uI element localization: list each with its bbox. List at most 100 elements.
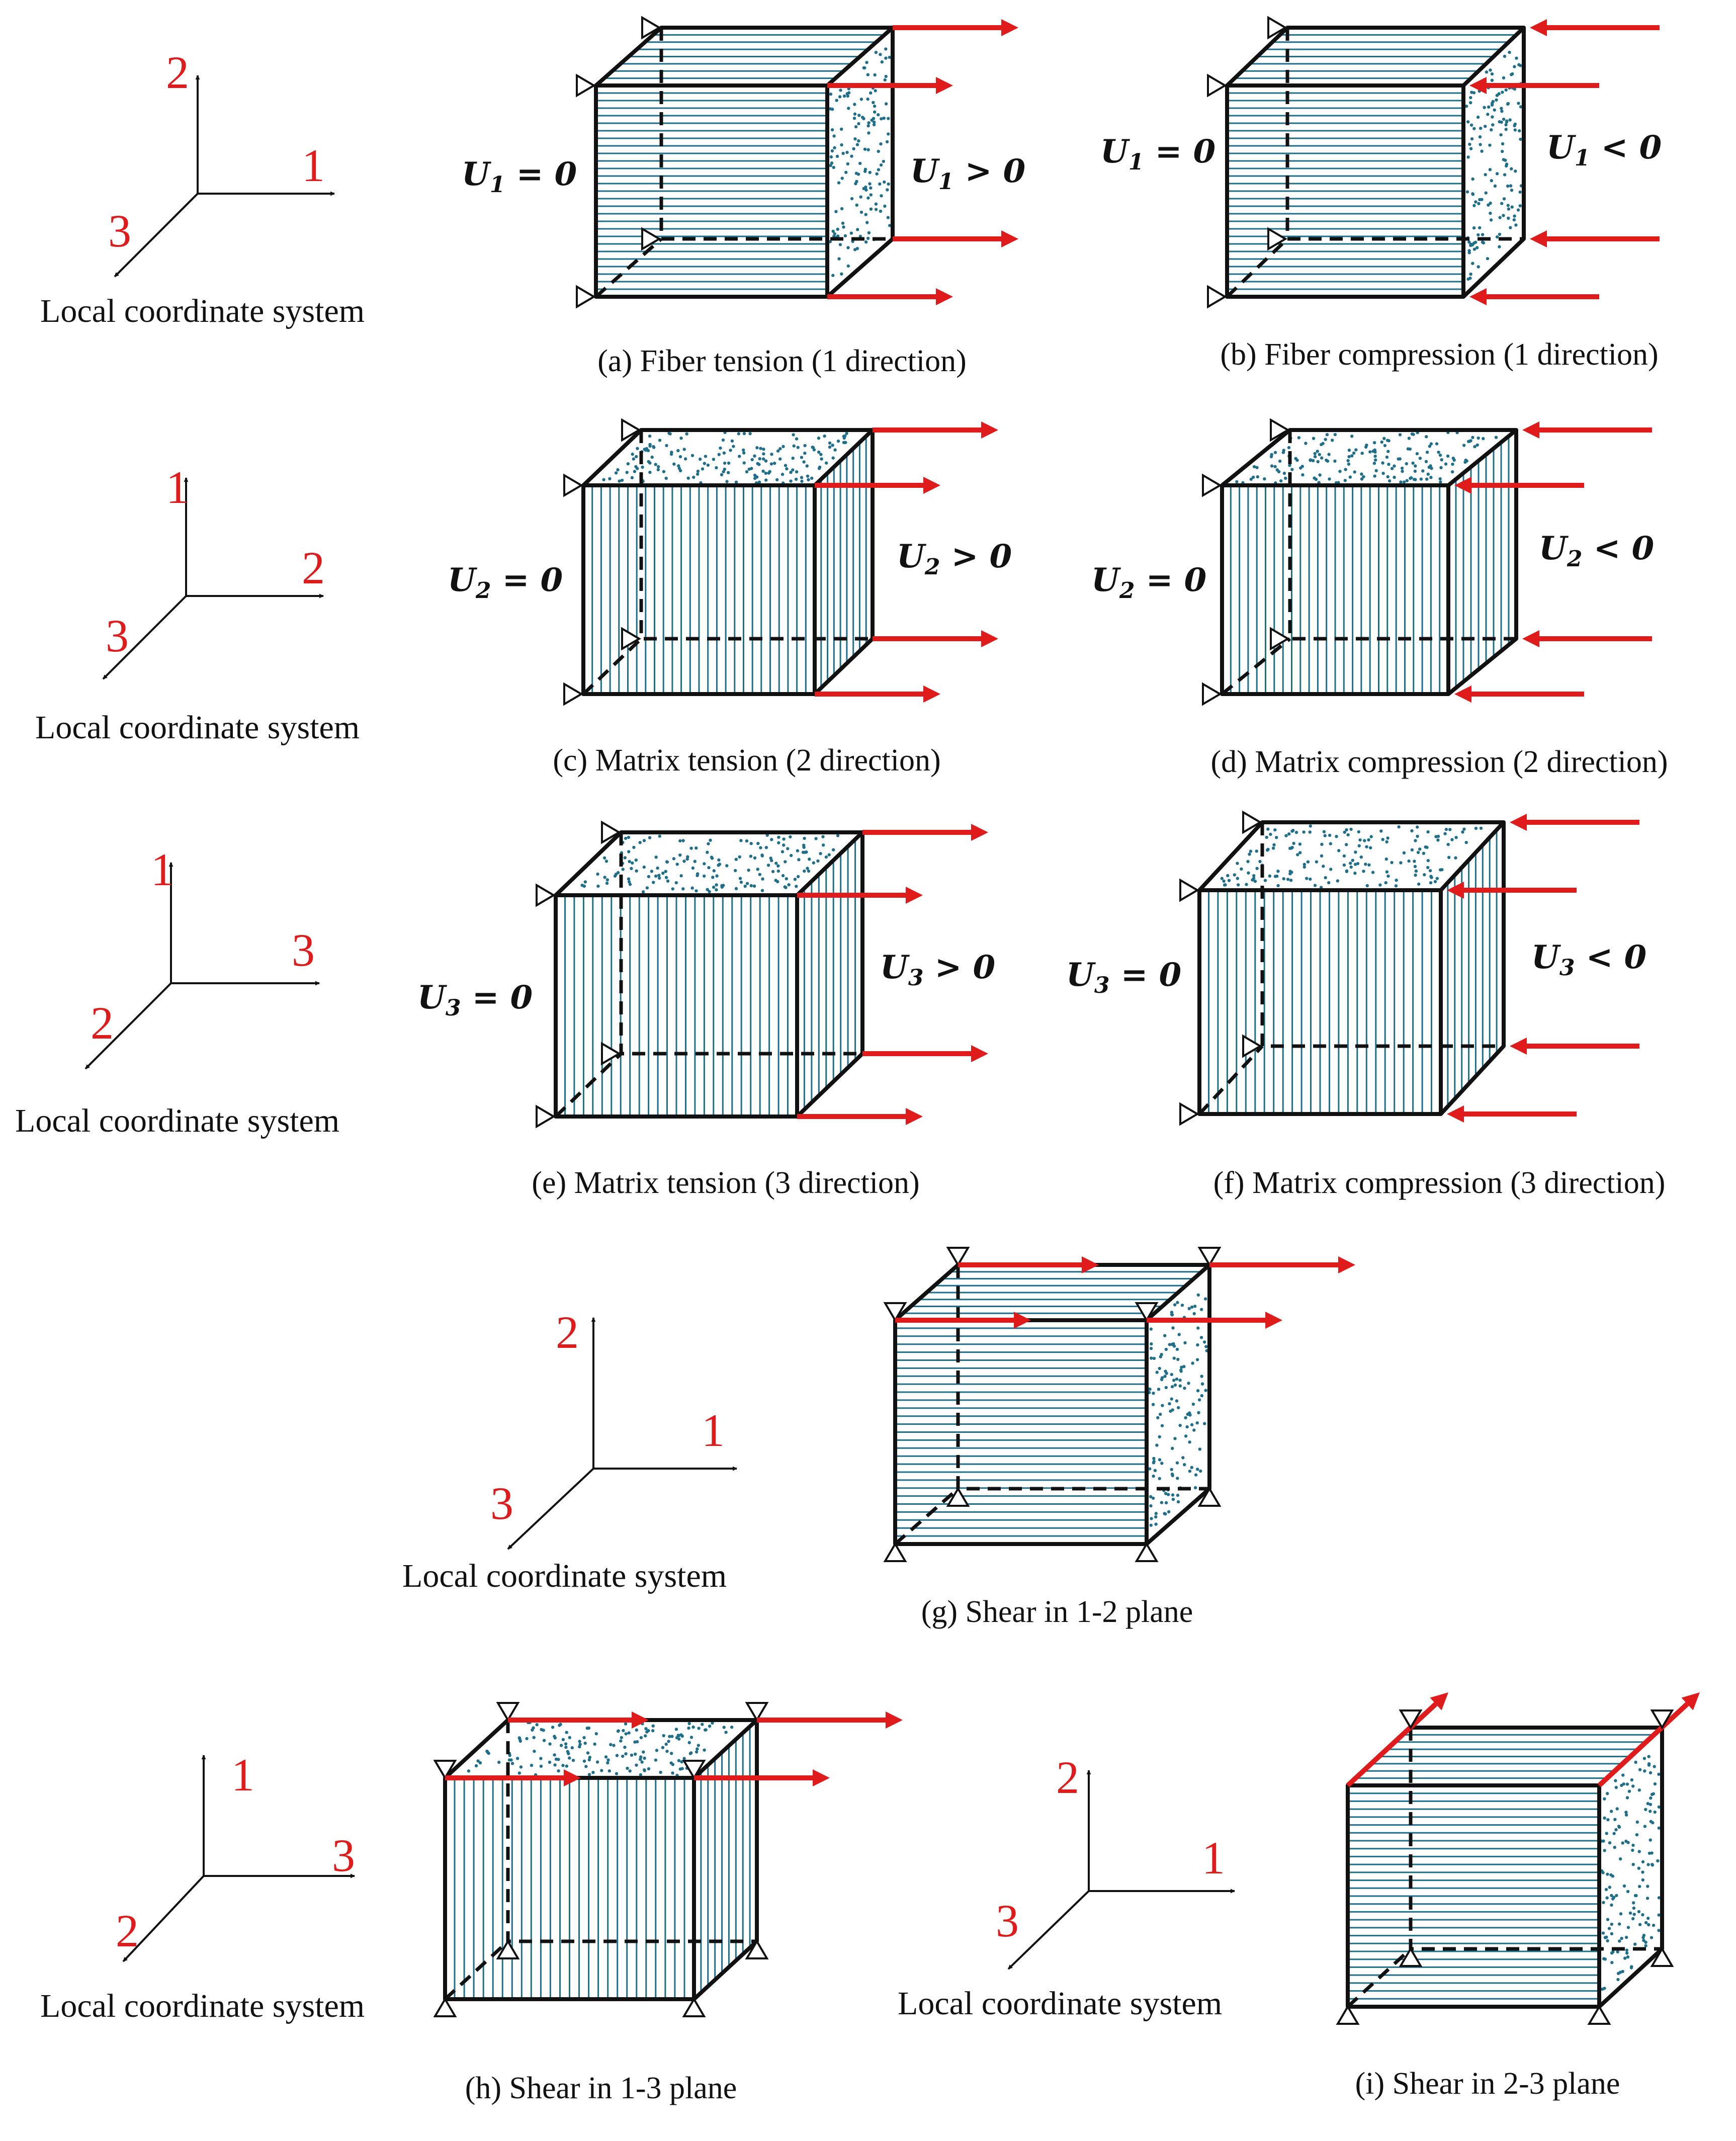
support-bottom-front-right [1135,1542,1159,1562]
top-edges [1226,26,1526,87]
hidden-edge-diagonal [582,637,643,696]
support-top-back-right [1650,1709,1674,1730]
right-edges [1447,430,1518,696]
load-arrow-3 [797,1108,923,1125]
top-face-dots [602,431,848,485]
hidden-edge-diagonal [1221,637,1291,696]
caption-d: (d) Matrix compression (2 direction) [1210,745,1668,779]
front-face-fibers [454,1778,685,1999]
bc-fixed-b: U1 = 0 [1100,133,1216,175]
top-edges [594,26,895,87]
bc-load-b: U1 < 0 [1546,129,1662,171]
coordinate-system-label: Local coordinate system [15,1102,339,1139]
bc-fixed-c: U2 = 0 [448,561,563,604]
top-face-fibers [604,34,885,79]
top-edges [1198,820,1506,892]
axis-label-right: 3 [332,1830,355,1881]
axis-label-diagonal: 2 [116,1905,139,1956]
load-arrow-3 [827,288,953,305]
bc-load-d: U2 < 0 [1539,530,1654,572]
axis-label-diagonal: 3 [490,1478,513,1529]
cube-e [536,820,988,1129]
support-top-back-right [745,1702,769,1722]
support-0 [1179,878,1199,902]
axis-diagonal [102,595,187,680]
bc-fixed-a: U1 = 0 [462,155,577,198]
support-bottom-back-left [1399,1947,1423,1967]
hidden-edge-diagonal [894,1487,960,1546]
axis-diagonal [507,1468,594,1550]
front-face-fibers [895,1327,1147,1537]
load-arrow-0 [1530,19,1660,36]
front-face-fibers [1227,92,1463,290]
caption-f: (f) Matrix compression (3 direction) [1213,1166,1666,1200]
support-3 [1202,682,1222,706]
axis-label-up: 2 [556,1307,579,1358]
hidden-edge-diagonal [444,1940,509,2001]
support-3 [563,682,583,706]
hidden-edges [1285,28,1524,241]
cube-b [1207,16,1660,309]
load-arrow-3 [815,686,940,703]
load-arrow-1 [1454,477,1584,494]
axis-label-right: 1 [302,140,325,191]
load-arrow-2 [873,630,998,647]
top-face-dots [1235,431,1498,485]
load-arrow-0 [862,824,988,841]
support-1 [621,418,641,442]
load-arrow-1 [797,887,923,904]
top-face-dots [580,833,840,894]
support-2 [621,627,641,651]
top-face-dots [1220,824,1483,889]
cubes [433,16,1700,2025]
support-bottom-front-left [883,1542,907,1562]
load-arrow-3 [1147,1312,1282,1329]
support-1 [1267,16,1287,40]
front-face-fibers [564,895,789,1117]
support-2 [1270,627,1290,651]
support-bottom-back-right [745,1939,769,1959]
support-0 [576,73,596,98]
axis-label-right: 1 [1202,1832,1225,1883]
bc-fixed-f: U3 = 0 [1066,956,1181,998]
cube-d [1202,418,1652,706]
support-3 [576,285,596,309]
load-arrow-2 [1522,630,1652,647]
top-edges [1221,428,1518,487]
support-1 [641,16,661,40]
cube-g [883,1247,1355,1562]
load-arrow-0 [1346,1692,1448,1787]
support-0 [563,473,583,497]
top-edges [554,830,864,897]
load-arrow-1 [895,1312,1031,1329]
load-arrow-1 [1597,1692,1700,1787]
support-0 [1202,473,1222,497]
support-1 [1270,418,1290,442]
cube-a [576,16,1018,309]
support-1 [1242,810,1262,834]
support-2 [601,1042,621,1066]
support-top-front-left [883,1302,907,1322]
support-1 [601,820,621,844]
support-top-back-right [1197,1247,1222,1267]
load-arrow-0 [508,1711,649,1729]
caption-b: (b) Fiber compression (1 direction) [1220,337,1658,372]
axis-diagonal [84,982,172,1070]
bc-load-a: U1 > 0 [910,152,1025,195]
load-arrow-0 [873,421,998,439]
cube-f [1179,810,1639,1126]
axis-label-up: 2 [1056,1752,1079,1803]
support-bottom-front-right [1587,2005,1611,2025]
support-2 [641,227,661,251]
axis-label-up: 1 [151,844,174,895]
right-face [1441,822,1504,1114]
cube-h [433,1702,903,2017]
front-face-fibers [1208,890,1432,1114]
load-arrow-0 [1522,421,1652,439]
